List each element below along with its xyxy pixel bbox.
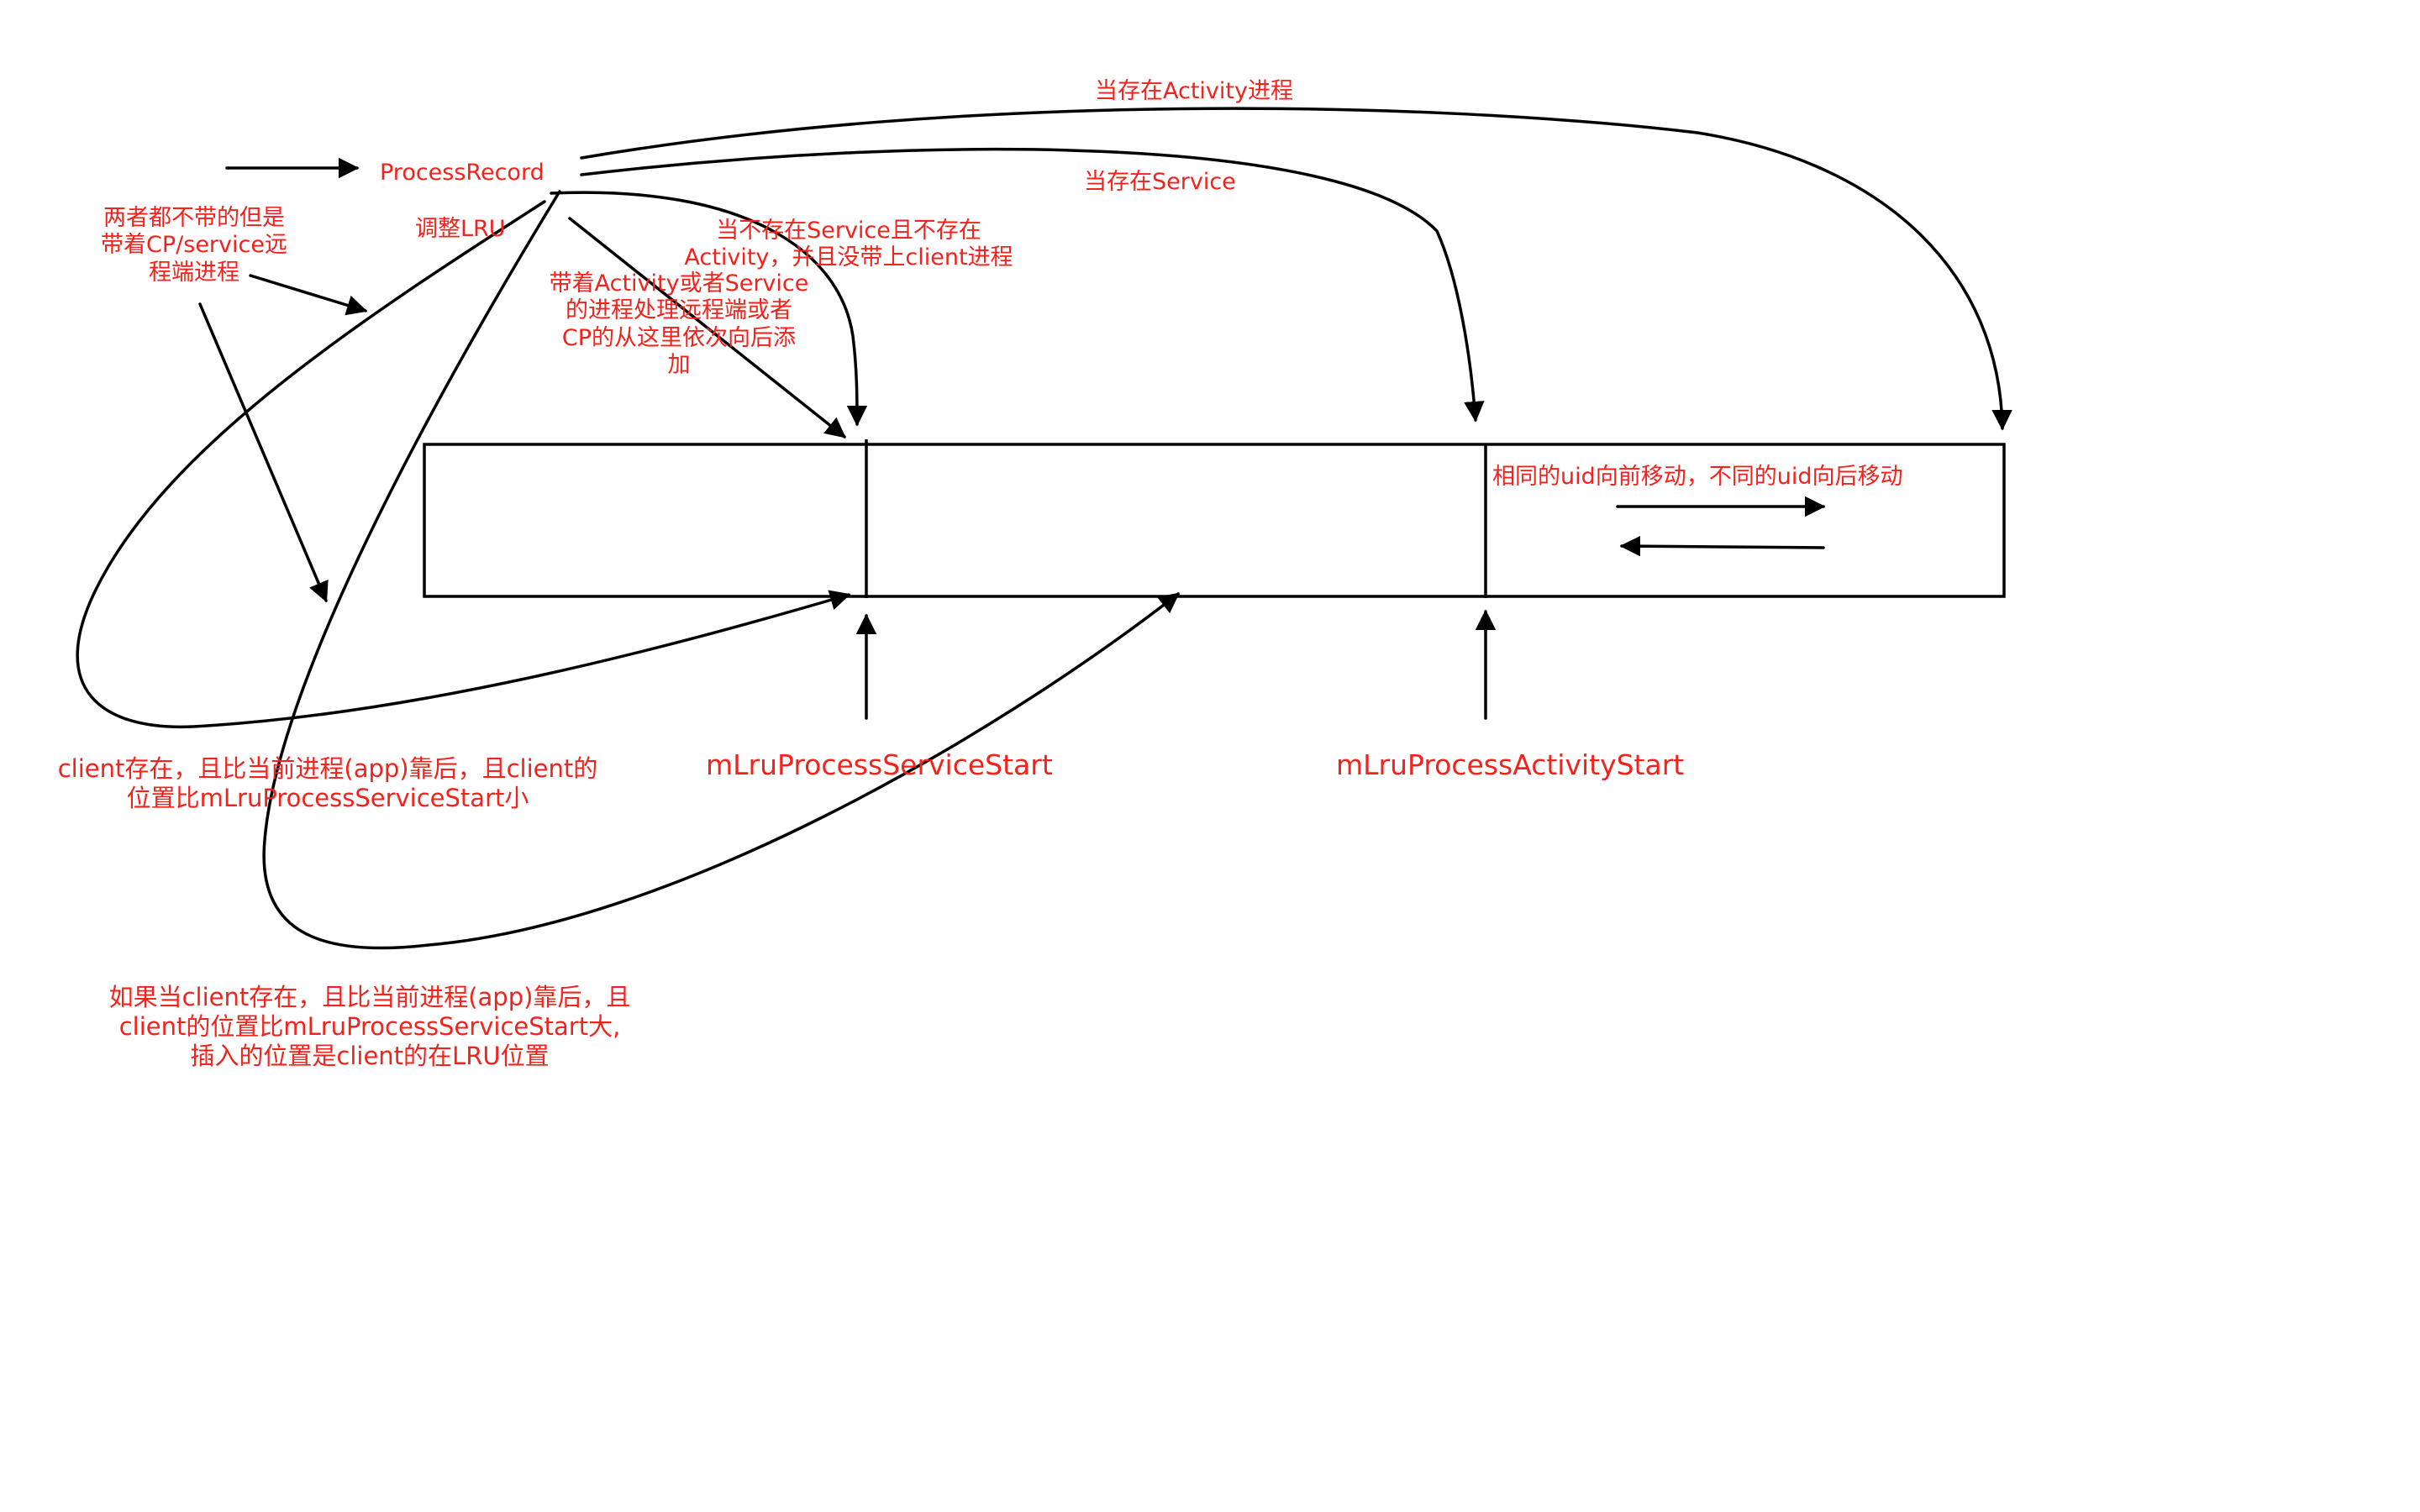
- no-client-curve: [550, 191, 868, 427]
- neither-arrow-short: [249, 274, 368, 316]
- client-after-loop: [262, 190, 1180, 950]
- when-activity-label: 当存在Activity进程: [1095, 78, 1293, 104]
- process-record-label: ProcessRecord: [380, 160, 544, 186]
- neither-arrow-long: [198, 302, 329, 603]
- remote-insert-arrow: [568, 217, 846, 438]
- when-service-label: 当存在Service: [1084, 169, 1236, 195]
- client-after-label: 如果当client存在，且比当前进程(app)靠后，且 client的位置比mL…: [108, 983, 631, 1070]
- activity-curve: [580, 107, 2012, 431]
- same-uid-label: 相同的uid向前移动，不同的uid向后移动: [1492, 464, 1903, 490]
- service-start-label: mLruProcessServiceStart: [706, 748, 1053, 781]
- with-activity-or-service-label: 带着Activity或者Service 的进程处理远程端或者 CP的从这里依次向…: [549, 270, 809, 379]
- lru-list-box: [423, 443, 2006, 598]
- service-curve: [580, 147, 1485, 423]
- activity-start-label: mLruProcessActivityStart: [1336, 748, 1685, 781]
- adjust-lru-label: 调整LRU: [415, 216, 506, 242]
- neither-carry-label: 两者都不带的但是 带着CP/service远 程端进程: [101, 205, 287, 286]
- client-before-loop: [76, 200, 851, 729]
- no-service-no-activity-label: 当不存在Service且不存在 Activity，并且没带上client进程: [684, 218, 1013, 271]
- client-before-label: client存在，且比当前进程(app)靠后，且client的 位置比mLruP…: [57, 754, 598, 812]
- move-left-arrow: [1619, 535, 1825, 557]
